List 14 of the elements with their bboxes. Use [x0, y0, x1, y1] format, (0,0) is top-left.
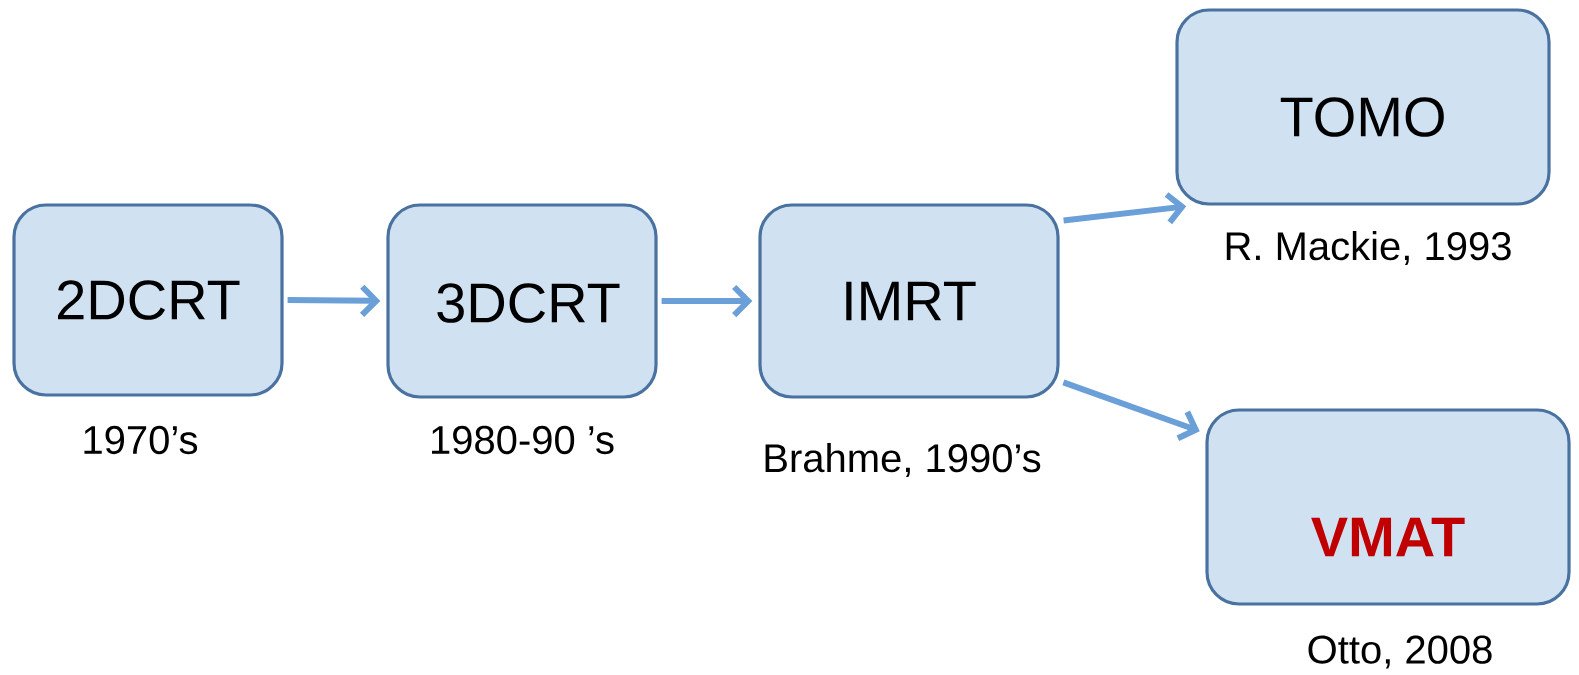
arrow: [661, 284, 753, 318]
caption-text: 1980-90 ’s: [432, 425, 614, 455]
caption-text: R. Mackie, 1993: [1226, 230, 1511, 266]
arrow: [1062, 379, 1200, 441]
arrow: [287, 284, 381, 317]
caption-text: Otto, 2008: [1308, 635, 1492, 669]
arrow: [1063, 192, 1187, 225]
caption-text: 1970’s: [84, 425, 198, 455]
process-box: TOMO: [1175, 8, 1551, 206]
caption-text: Brahme, 1990’s: [765, 442, 1041, 478]
process-box: 2DCRT: [12, 203, 284, 397]
process-box: VMAT: [1205, 408, 1571, 606]
process-box: 3DCRT: [386, 203, 658, 399]
process-box: IMRT: [758, 203, 1060, 399]
